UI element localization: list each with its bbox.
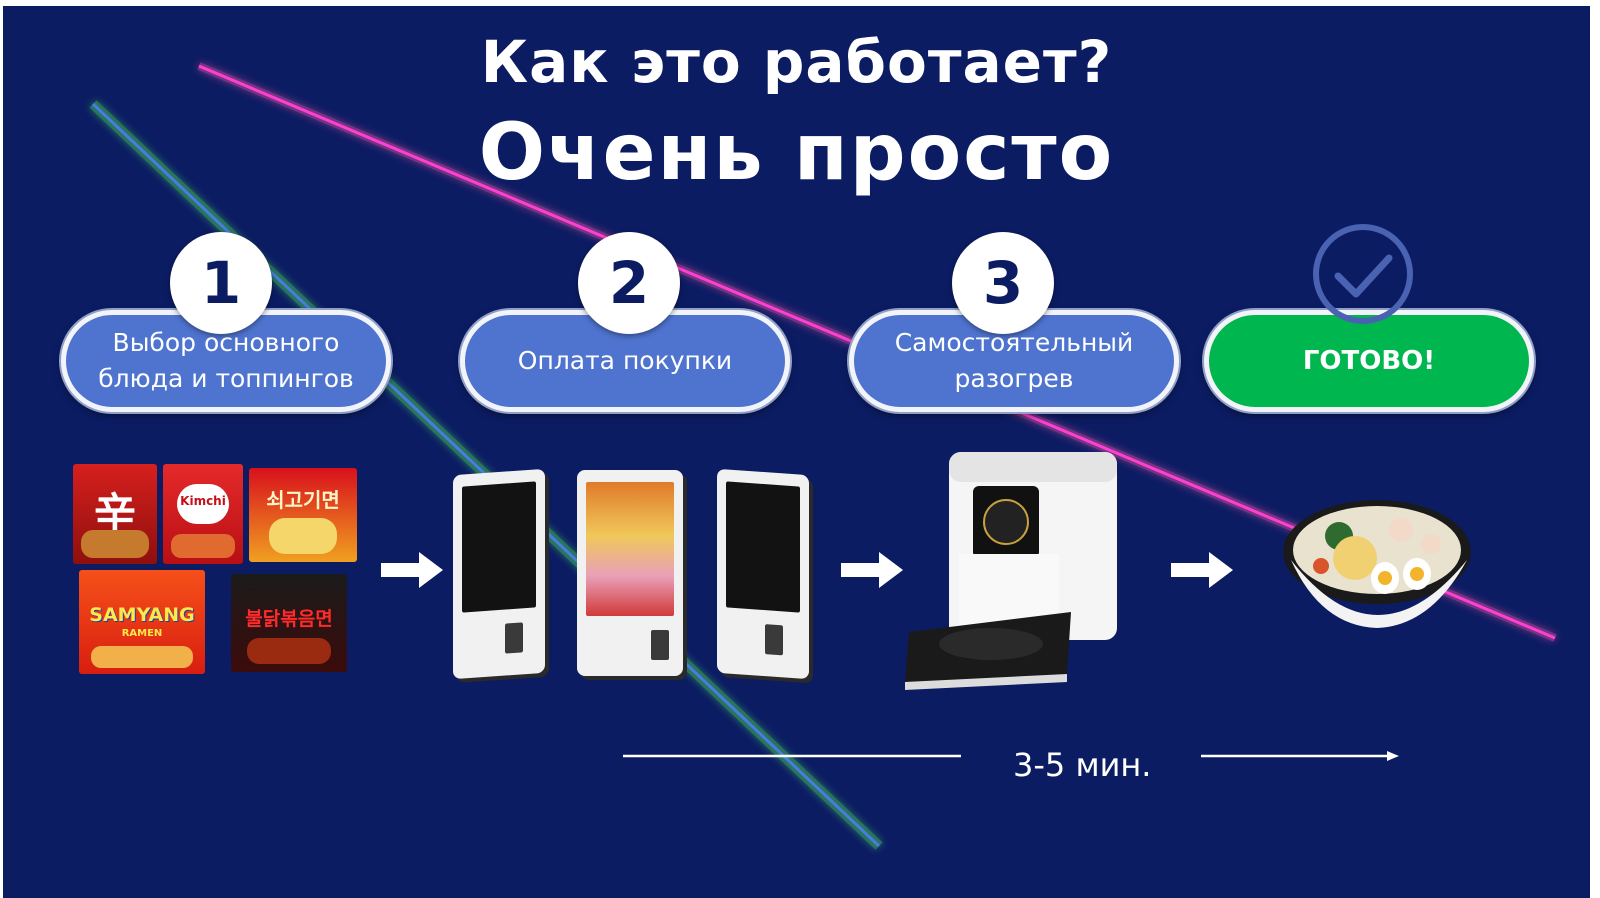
arrow-right-icon [381, 552, 443, 588]
self-service-kiosk-image [577, 470, 683, 676]
step-1-label-line2: блюда и топпингов [98, 364, 354, 393]
self-service-kiosk-image [717, 468, 809, 680]
noodle-heating-machine-image [905, 452, 1117, 690]
samyang-pack-subtext: RAMEN [121, 628, 163, 639]
checkmark-circle-icon [1313, 224, 1413, 324]
step-3-label-line2: разогрев [954, 364, 1074, 393]
arrow-right-icon [1171, 552, 1233, 588]
arrow-right-icon [841, 552, 903, 588]
page-subtitle: Очень просто [478, 108, 1115, 198]
buldak-ramen-pack-image: 불닭볶음면 [231, 574, 347, 672]
self-service-kiosk-image [453, 468, 545, 680]
step-3-number-badge: 3 [952, 232, 1054, 334]
step-2-label: Оплата покупки [517, 346, 733, 375]
ramen-bowl-image [1283, 500, 1471, 628]
timeline-left-line [623, 754, 961, 758]
shin-ramyun-pack-image: 辛 [73, 464, 157, 564]
step-3-label-line1: Самостоятельный [894, 328, 1134, 357]
step-1-number-badge: 1 [170, 232, 272, 334]
done-pill: ГОТОВО! [1204, 310, 1534, 412]
timeline-arrow-icon [1201, 751, 1399, 761]
kimchi-ramen-pack-image: Kimchi [163, 464, 243, 564]
shin-pack-text: 辛 [93, 489, 136, 538]
beef-pack-text: 쇠고기면 [266, 488, 340, 512]
slide-panel: Как это работает? Очень просто Выбор осн… [3, 6, 1590, 898]
beef-ramen-pack-image: 쇠고기면 [249, 468, 357, 562]
page-title: Как это работает? [480, 28, 1113, 96]
done-label: ГОТОВО! [1302, 346, 1436, 376]
samyang-ramen-pack-image: SAMYANG RAMEN [79, 570, 205, 674]
samyang-pack-text: SAMYANG [89, 604, 195, 626]
step-2-number-badge: 2 [578, 232, 680, 334]
timer-label: 3-5 мин. [1013, 746, 1152, 784]
kimchi-pack-text: Kimchi [180, 494, 226, 508]
buldak-pack-text: 불닭볶음면 [245, 608, 333, 630]
